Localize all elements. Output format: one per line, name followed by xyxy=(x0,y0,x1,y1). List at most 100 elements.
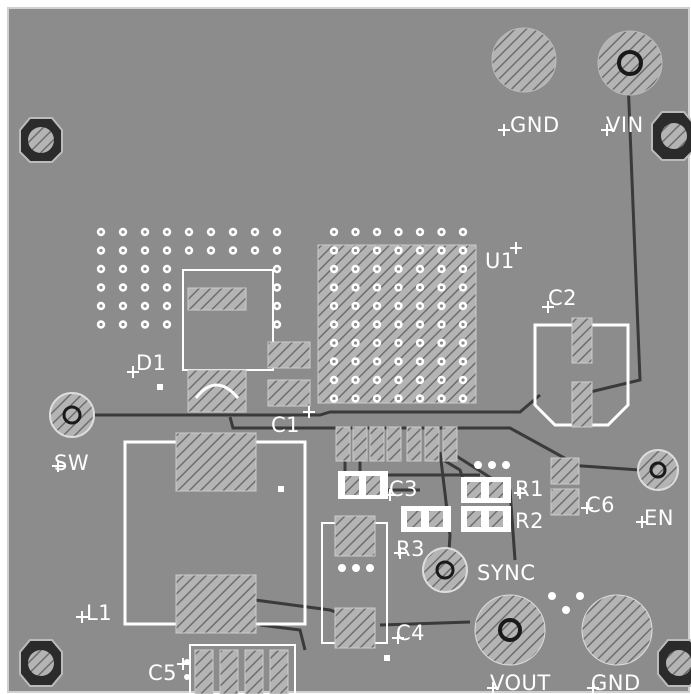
label-en: EN xyxy=(644,506,674,530)
d1-via-drill xyxy=(209,248,213,253)
u1-pin-pads xyxy=(335,426,458,462)
d1-via-drill xyxy=(121,285,125,290)
u1-via-drill xyxy=(439,378,444,382)
u1-via-drill xyxy=(418,341,422,345)
label-c2: C2 xyxy=(548,286,577,310)
d1-via-drill xyxy=(275,230,279,234)
u1-via-drill xyxy=(375,322,379,327)
d1-via-drill xyxy=(143,304,147,308)
u1-via-drill xyxy=(353,322,358,327)
d1-via-drill xyxy=(165,304,169,308)
u1-via-drill xyxy=(375,341,379,345)
u1-via-drill xyxy=(375,230,379,234)
u1-via-drill xyxy=(461,378,465,382)
u1-via-drill xyxy=(418,359,422,364)
u1-via-drill xyxy=(396,230,401,234)
d1-via-drill xyxy=(275,322,279,327)
d1-via-drill xyxy=(165,285,169,290)
label-r2: R2 xyxy=(515,509,544,533)
label-sync: SYNC xyxy=(477,561,536,585)
d1-via-drill xyxy=(99,248,103,253)
d1-footprint xyxy=(157,269,274,413)
u1-via-drill xyxy=(332,396,336,401)
label-r1: R1 xyxy=(515,477,544,501)
l1-footprint xyxy=(123,432,307,634)
mount-hole-top-right xyxy=(651,111,691,161)
d1-via-drill xyxy=(143,267,147,271)
d1-via-drill xyxy=(253,230,257,234)
u1-via-drill xyxy=(353,359,358,364)
label-c3: C3 xyxy=(389,477,418,501)
u1-via-drill xyxy=(332,341,336,345)
u1-via-drill xyxy=(439,230,444,234)
u1-via-drill xyxy=(396,322,401,327)
mount-hole-top-left xyxy=(19,117,63,163)
label-gnd-bottom: GND xyxy=(591,671,641,694)
u1-via-drill xyxy=(353,285,358,290)
u1-via-drill xyxy=(353,396,358,401)
u1-via-drill xyxy=(353,378,358,382)
d1-via-drill xyxy=(121,304,125,308)
u1-via-drill xyxy=(353,341,358,345)
mount-hole-bottom-right xyxy=(657,639,691,687)
u1-via-drill xyxy=(461,322,465,327)
vin-pad xyxy=(597,30,663,96)
d1-via-drill xyxy=(275,248,279,253)
u1-via-drill xyxy=(375,378,379,382)
d1-via-drill xyxy=(99,267,103,271)
gnd-bottom-pad xyxy=(581,594,653,666)
d1-via-drill xyxy=(143,285,147,290)
d1-via-drill xyxy=(165,248,169,253)
d1-via-drill xyxy=(275,267,279,271)
u1-via-drill xyxy=(353,267,358,271)
u1-via-drill xyxy=(375,396,379,401)
u1-via-drill xyxy=(375,248,379,253)
d1-via-drill xyxy=(275,304,279,308)
u1-via-drill xyxy=(375,304,379,308)
d1-via-drill xyxy=(121,248,125,253)
u1-via-drill xyxy=(439,322,444,327)
u1-via-drill xyxy=(461,341,465,345)
ground-stitch-holes xyxy=(548,592,584,614)
u1-via-drill xyxy=(396,285,401,290)
u1-via-drill xyxy=(461,359,465,364)
u1-via-drill xyxy=(396,359,401,364)
u1-via-drill xyxy=(418,304,422,308)
u1-via-drill xyxy=(332,378,336,382)
d1-via-drill xyxy=(143,230,147,234)
u1-via-drill xyxy=(332,248,336,253)
c5-footprint xyxy=(184,644,296,694)
u1-via-drill xyxy=(439,267,444,271)
u1-via-drill xyxy=(461,248,465,253)
d1-via-drill xyxy=(99,322,103,327)
d1-via-drill xyxy=(121,267,125,271)
u1-via-drill xyxy=(332,285,336,290)
d1-via-drill xyxy=(143,322,147,327)
c6-footprint xyxy=(550,457,580,516)
via-layer xyxy=(96,227,468,403)
u1-via-drill xyxy=(332,230,336,234)
u1-via-drill xyxy=(439,285,444,290)
sync-test-point xyxy=(422,547,468,593)
d1-via-drill xyxy=(275,285,279,290)
label-c4: C4 xyxy=(396,621,425,645)
u1-via-drill xyxy=(418,322,422,327)
u1-via-drill xyxy=(375,359,379,364)
vout-pad xyxy=(474,594,546,666)
label-r3: R3 xyxy=(396,537,425,561)
c2-footprint xyxy=(533,317,630,428)
u1-via-drill xyxy=(396,267,401,271)
label-d1: D1 xyxy=(136,351,167,375)
u1-via-drill xyxy=(332,359,336,364)
u1-via-drill xyxy=(418,378,422,382)
r1-footprint xyxy=(461,477,511,503)
c1-footprint xyxy=(267,341,315,418)
d1-via-drill xyxy=(121,230,125,234)
u1-via-drill xyxy=(418,285,422,290)
u1-via-drill xyxy=(418,396,422,401)
u1-via-drill xyxy=(461,396,465,401)
d1-via-drill xyxy=(143,248,147,253)
u1-via-drill xyxy=(439,341,444,345)
r1-test-holes xyxy=(474,461,510,469)
